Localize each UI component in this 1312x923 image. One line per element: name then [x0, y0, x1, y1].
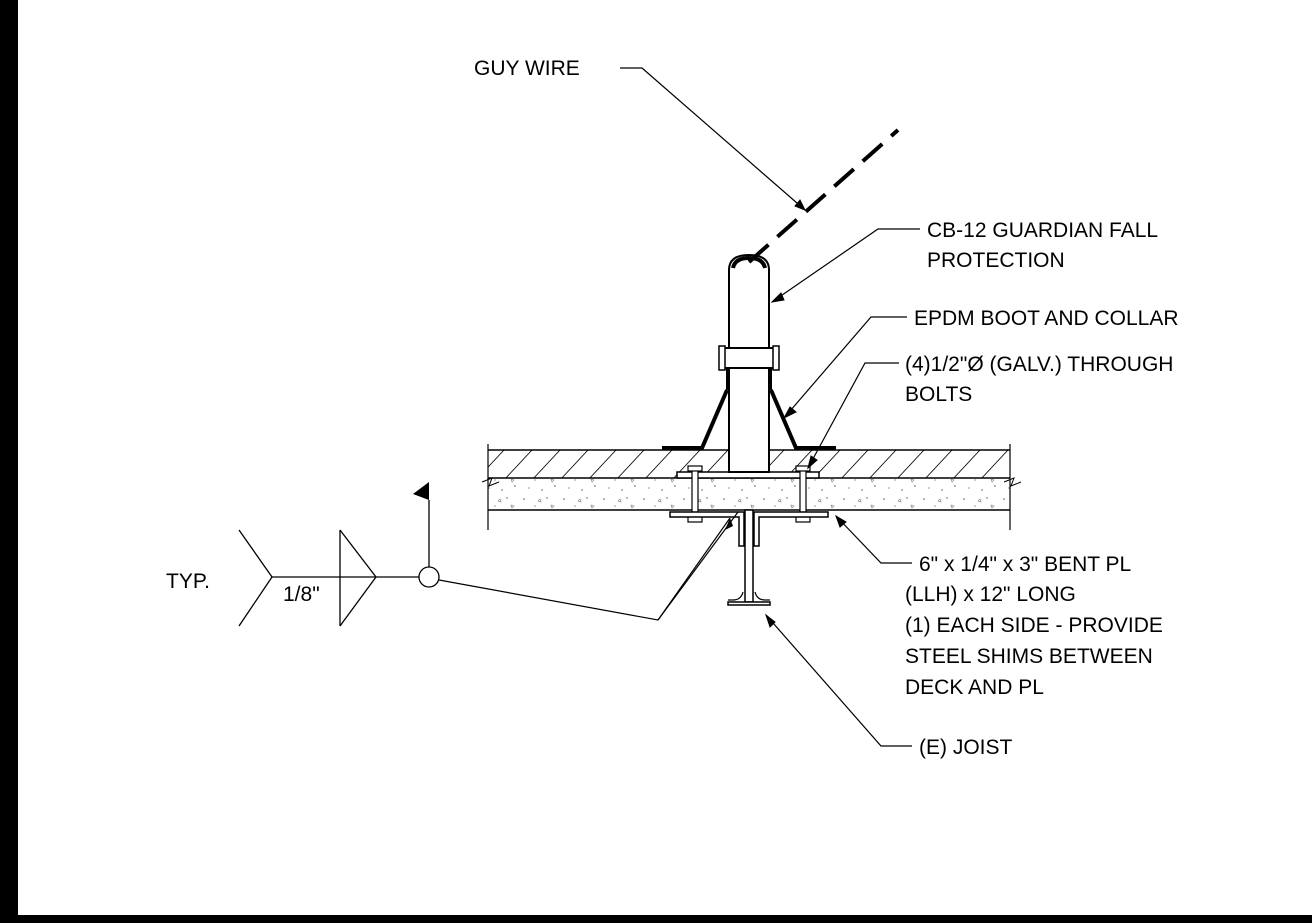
concrete-deck-layer: [481, 444, 1022, 530]
label-bolts-line2: BOLTS: [905, 383, 972, 406]
joist: [727, 509, 771, 606]
label-weld-size: 1/8": [283, 583, 320, 606]
leader-lines: [620, 67, 920, 747]
label-joist: (E) JOIST: [919, 736, 1013, 759]
label-cb12-line1: CB-12 GUARDIAN FALL: [927, 219, 1158, 242]
label-plate-line2: (LLH) x 12" LONG: [905, 583, 1076, 606]
label-guy-wire: GUY WIRE: [474, 57, 580, 80]
label-plate-line1: 6" x 1/4" x 3" BENT PL: [919, 553, 1131, 576]
label-plate-line4: STEEL SHIMS BETWEEN: [905, 645, 1153, 668]
label-bolts-line1: (4)1/2"Ø (GALV.) THROUGH: [905, 353, 1173, 376]
label-plate-line3: (1) EACH SIDE - PROVIDE: [905, 614, 1163, 637]
epdm-boot-collar: [662, 345, 836, 450]
bent-plates: [669, 511, 829, 547]
label-epdm: EPDM BOOT AND COLLAR: [914, 307, 1179, 330]
label-weld-typ: TYP.: [166, 570, 210, 593]
guy-wire: [747, 128, 900, 264]
weld-symbol: [238, 482, 739, 627]
label-cb12-line2: PROTECTION: [927, 249, 1065, 272]
label-plate-line5: DECK AND PL: [905, 676, 1044, 699]
